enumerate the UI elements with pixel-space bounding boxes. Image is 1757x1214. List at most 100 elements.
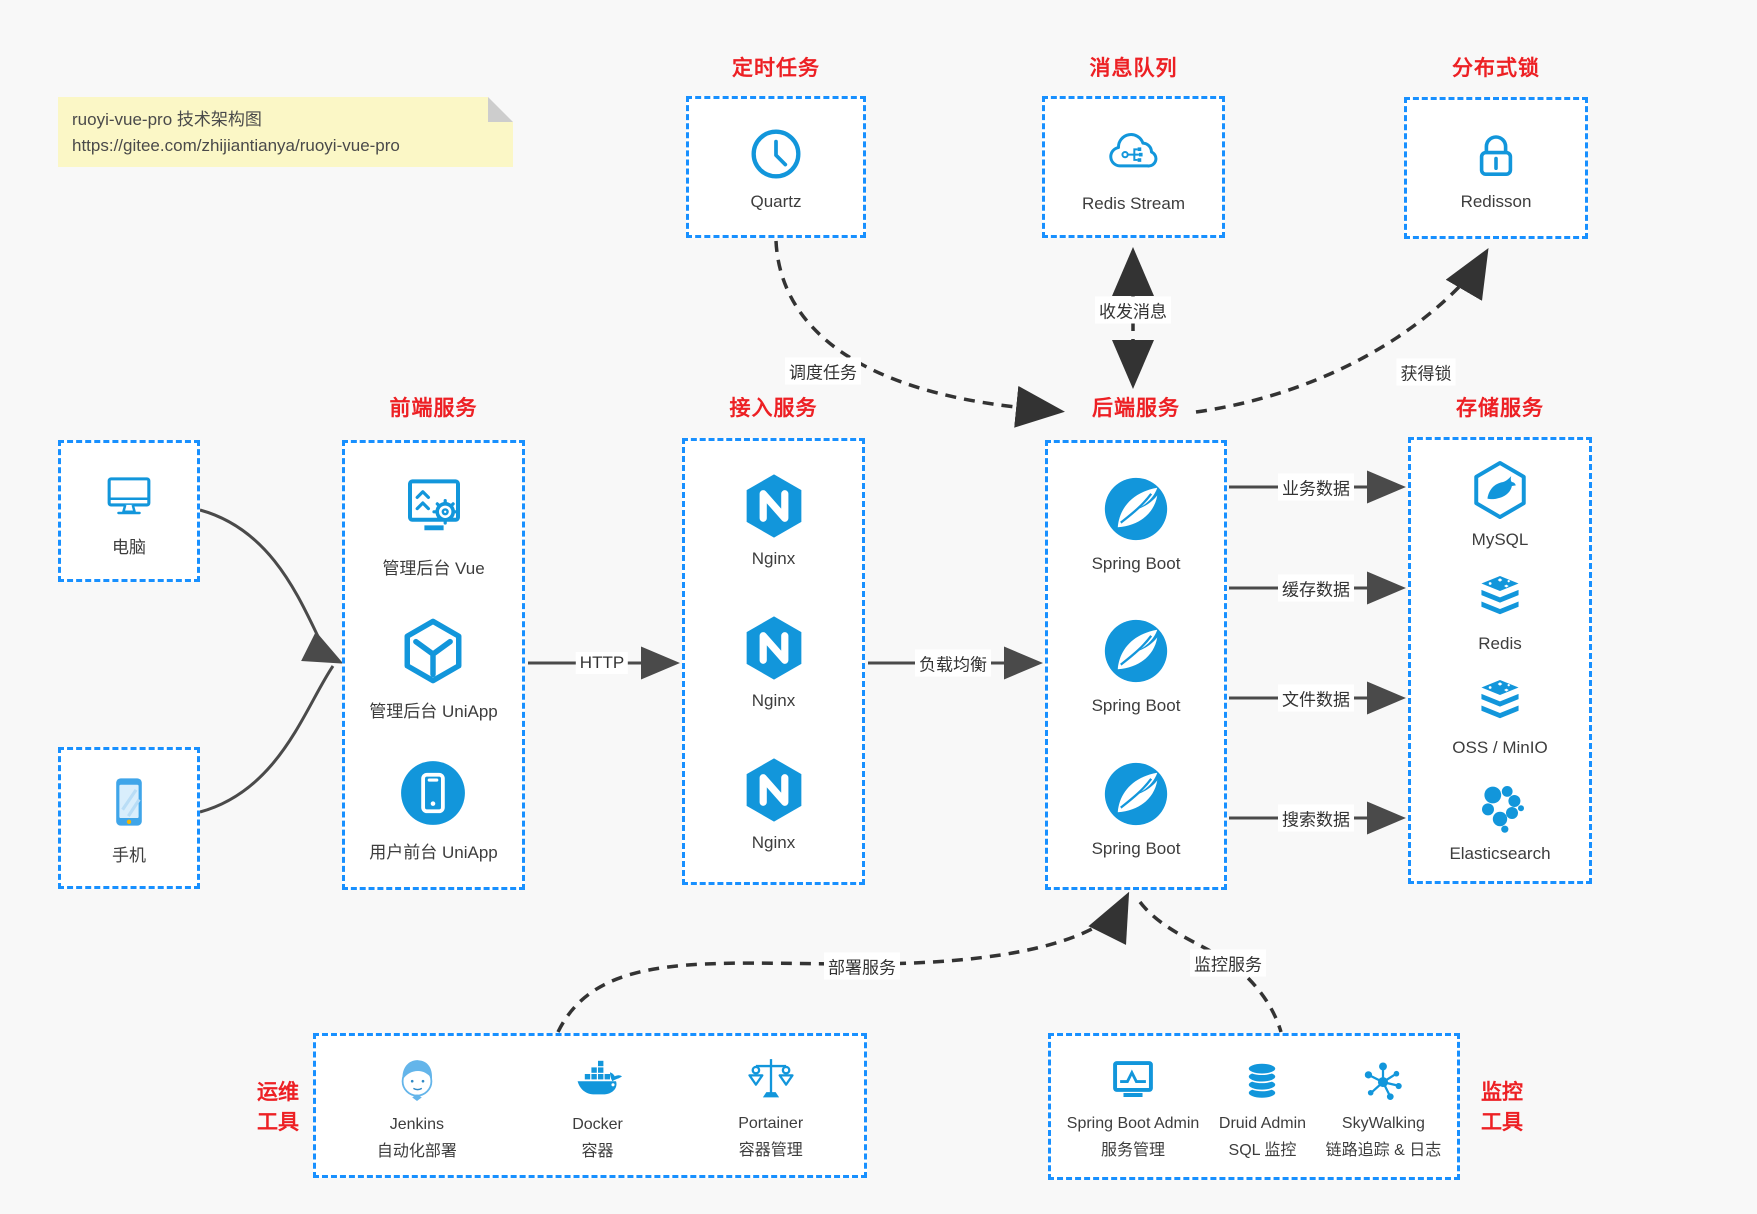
- node-admin-vue: 管理后台 Vue: [382, 467, 485, 579]
- distributed-lock-box: Redisson: [1404, 97, 1588, 239]
- node-label: OSS / MinIO: [1452, 737, 1548, 757]
- title-line: 工具: [1481, 1111, 1523, 1135]
- node-sublabel: SQL 监控: [1228, 1142, 1297, 1159]
- mysql-icon: [1467, 457, 1533, 523]
- title-monitor-tools: 监控 工具: [1470, 1078, 1534, 1139]
- clock-icon: [745, 123, 807, 185]
- edge-label-search-data: 搜索数据: [1278, 804, 1354, 832]
- jenkins-icon: [387, 1050, 447, 1110]
- edge-schedule-task: [774, 240, 1065, 428]
- skywalking-icon: [1355, 1053, 1411, 1109]
- node-label: 管理后台 Vue: [382, 559, 485, 579]
- monitor-tools-box: Spring Boot Admin 服务管理 Druid Admin SQL 监…: [1048, 1033, 1460, 1180]
- node-sublabel: 自动化部署: [376, 1143, 457, 1160]
- sticky-note: ruoyi-vue-pro 技术架构图 https://gitee.com/zh…: [58, 97, 513, 167]
- node-elasticsearch: Elasticsearch: [1449, 777, 1551, 864]
- node-label: Quartz: [750, 191, 802, 211]
- node-nginx-1: Nginx: [738, 470, 810, 569]
- nginx-icon: [738, 470, 810, 542]
- admin-vue-icon: [393, 467, 475, 547]
- node-jenkins: Jenkins 自动化部署: [377, 1050, 457, 1161]
- node-mysql: MySQL: [1467, 457, 1533, 550]
- node-sublabel: 容器管理: [738, 1142, 803, 1159]
- node-label: MySQL: [1471, 530, 1529, 550]
- node-spring-boot-admin: Spring Boot Admin 服务管理: [1067, 1053, 1199, 1160]
- client-computer-box: 电脑: [58, 440, 200, 582]
- title-scheduled-task: 定时任务: [732, 57, 820, 80]
- node-springboot-3: Spring Boot: [1091, 756, 1181, 859]
- backend-box: Spring Boot Spring Boot Spring Boot: [1045, 440, 1227, 890]
- edge-label-business-data: 业务数据: [1278, 473, 1354, 501]
- node-druid-admin: Druid Admin SQL 监控: [1219, 1053, 1306, 1160]
- node-label: Elasticsearch: [1449, 843, 1551, 863]
- node-label: Jenkins: [389, 1116, 444, 1133]
- oss-stack-icon: [1469, 673, 1531, 731]
- node-admin-uniapp: 管理后台 UniApp: [369, 612, 498, 722]
- node-sublabel: 服务管理: [1101, 1142, 1166, 1159]
- node-skywalking: SkyWalking 链路追踪 & 日志: [1325, 1053, 1442, 1160]
- node-label: Redisson: [1460, 191, 1532, 211]
- node-label: 手机: [112, 846, 146, 865]
- edge-phone-to-frontend: [199, 665, 335, 814]
- node-oss-minio: OSS / MinIO: [1452, 673, 1548, 758]
- title-frontend: 前端服务: [389, 397, 478, 420]
- node-redis-stream: Redis Stream: [1082, 121, 1185, 214]
- edge-label-http: HTTP: [575, 652, 629, 674]
- node-label: Spring Boot: [1091, 696, 1181, 716]
- message-queue-box: Redis Stream: [1042, 96, 1225, 238]
- edge-computer-to-frontend: [199, 508, 344, 664]
- title-backend: 后端服务: [1092, 397, 1180, 420]
- druid-icon: [1235, 1053, 1289, 1109]
- title-line: 工具: [257, 1111, 299, 1135]
- node-label: Redis Stream: [1082, 193, 1185, 213]
- node-label: 用户前台 UniApp: [369, 842, 498, 862]
- node-label: Nginx: [751, 690, 796, 710]
- node-label: SkyWalking: [1341, 1115, 1425, 1132]
- nginx-icon: [738, 754, 810, 826]
- spring-boot-admin-icon: [1104, 1053, 1162, 1109]
- edge-acquire-lock: [1195, 247, 1489, 414]
- gateway-box: Nginx Nginx Nginx: [682, 438, 865, 885]
- uniapp-cube-icon: [394, 612, 472, 690]
- node-label: Spring Boot: [1091, 839, 1181, 859]
- user-app-icon: [395, 755, 471, 831]
- node-quartz: Quartz: [745, 123, 807, 212]
- title-ops-tools: 运维 工具: [246, 1078, 310, 1139]
- cloud-stream-icon: [1099, 121, 1167, 187]
- edge-label-acquire-lock: 获得锁: [1396, 358, 1456, 386]
- docker-icon: [567, 1050, 629, 1110]
- title-line: 运维: [257, 1081, 299, 1104]
- node-label: Nginx: [751, 549, 796, 569]
- node-redisson: Redisson: [1460, 125, 1532, 212]
- desktop-icon: [96, 464, 162, 526]
- node-label: Portainer: [738, 1115, 804, 1132]
- node-portainer: Portainer 容器管理: [738, 1051, 803, 1160]
- elasticsearch-icon: [1469, 777, 1531, 837]
- edge-label-load-balance: 负载均衡: [915, 649, 991, 677]
- title-gateway: 接入服务: [729, 397, 818, 420]
- node-redis: Redis: [1469, 569, 1531, 654]
- node-label: Spring Boot: [1091, 553, 1181, 573]
- title-distributed-lock: 分布式锁: [1452, 57, 1540, 80]
- node-label: Docker: [572, 1116, 623, 1133]
- spring-boot-icon: [1098, 613, 1174, 689]
- note-url: https://gitee.com/zhijiantianya/ruoyi-vu…: [72, 135, 400, 155]
- node-label: Nginx: [751, 832, 796, 852]
- padlock-icon: [1466, 125, 1526, 185]
- node-user-uniapp: 用户前台 UniApp: [369, 755, 498, 863]
- title-line: 监控: [1481, 1081, 1523, 1104]
- node-label: Redis: [1478, 634, 1522, 654]
- edge-label-send-receive-message: 收发消息: [1095, 296, 1171, 324]
- node-nginx-3: Nginx: [738, 754, 810, 853]
- edge-label-monitor-service: 监控服务: [1190, 949, 1266, 977]
- portainer-icon: [742, 1051, 800, 1109]
- node-sublabel: 链路追踪 & 日志: [1325, 1142, 1442, 1159]
- node-docker: Docker 容器: [567, 1050, 629, 1161]
- node-nginx-2: Nginx: [738, 612, 810, 711]
- edge-label-schedule-task: 调度任务: [785, 357, 861, 385]
- node-sublabel: 容器: [581, 1143, 614, 1160]
- title-storage: 存储服务: [1456, 397, 1544, 420]
- edge-label-deploy-service: 部署服务: [824, 952, 900, 980]
- ops-tools-box: Jenkins 自动化部署 Docker 容器 Portainer 容器管理: [313, 1033, 867, 1178]
